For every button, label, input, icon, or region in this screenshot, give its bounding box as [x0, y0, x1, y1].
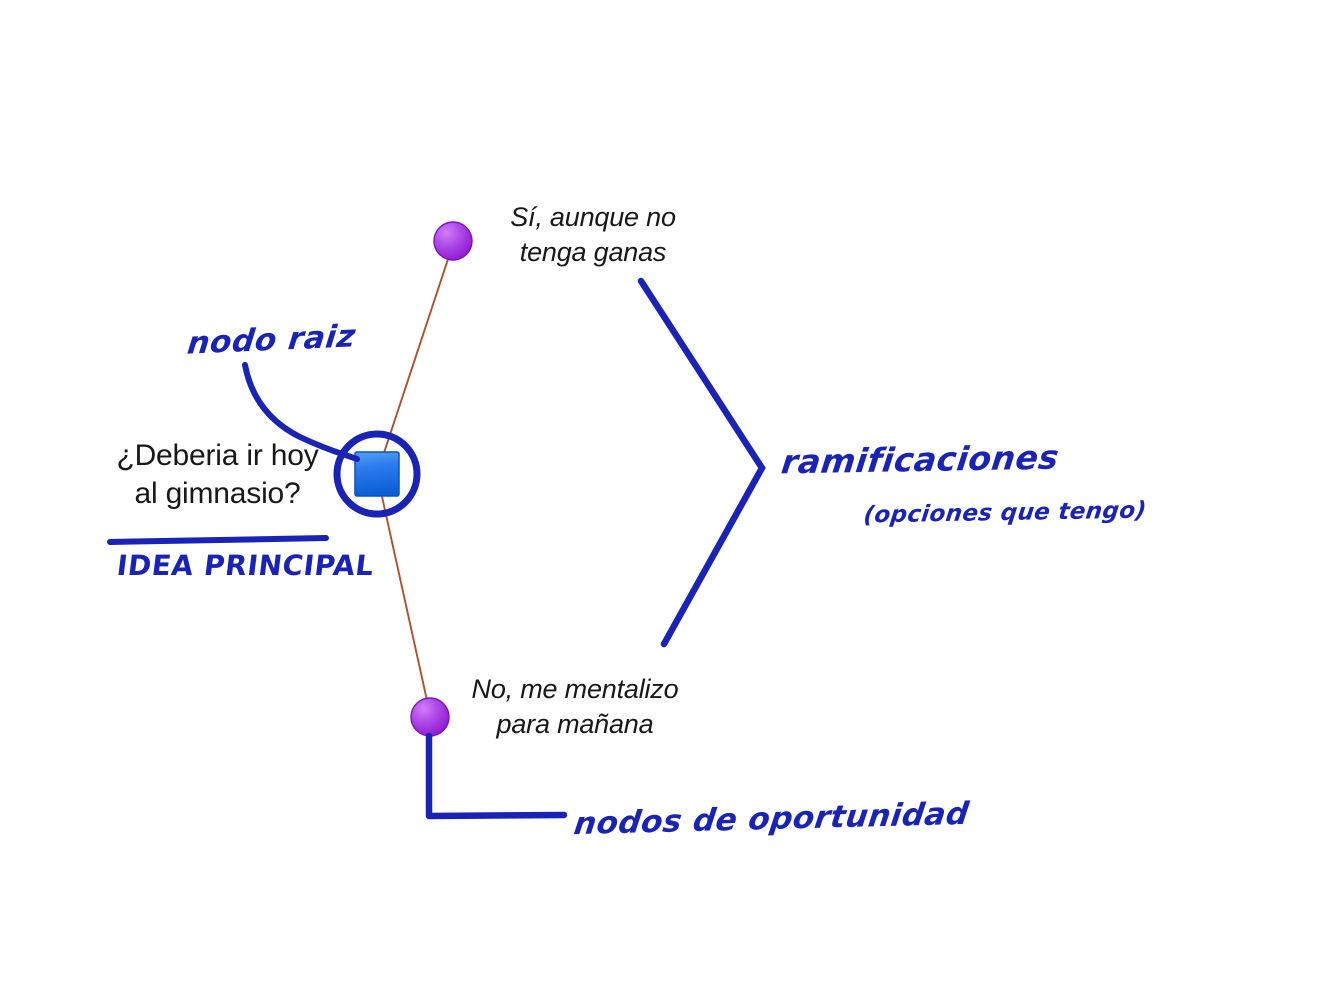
annotation-branches: ramificaciones: [779, 437, 1062, 482]
connector-root-to-yes: [376, 243, 454, 475]
branch-node-yes[interactable]: [433, 221, 473, 261]
pointer-elbow-opportunity: [425, 732, 568, 820]
branch-node-no[interactable]: [410, 697, 450, 737]
branch-label-yes: Sí, aunque no tenga ganas: [510, 202, 676, 267]
pointer-chevron-branches: [637, 277, 766, 648]
branch-label-no: No, me mentalizo para mañana: [471, 674, 679, 739]
root-node-label: ¿Deberia ir hoy al gimnasio?: [116, 439, 319, 511]
pointer-underline-main-idea: [107, 535, 329, 545]
annotation-main-idea: IDEA PRINCIPAL: [114, 549, 376, 582]
root-node-square[interactable]: [354, 451, 400, 497]
root-node-circle-outline[interactable]: [333, 430, 421, 518]
annotation-branches-subtitle: (opciones que tengo): [862, 497, 1148, 529]
annotation-root-node: nodo raiz: [185, 318, 358, 362]
pointer-curve-root-node: [242, 362, 360, 462]
